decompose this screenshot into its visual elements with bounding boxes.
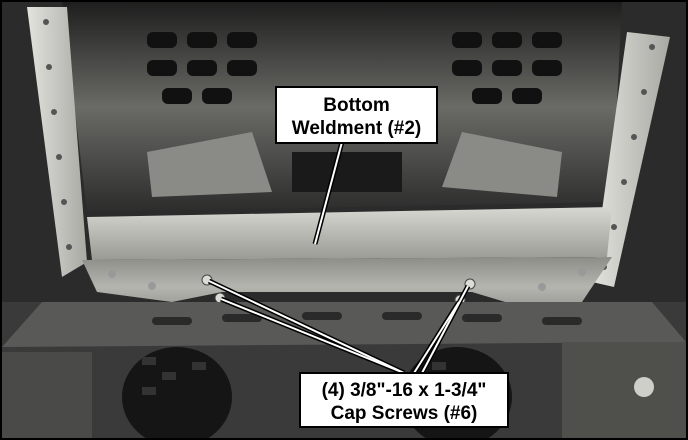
bottom-weldment-bar [87, 207, 612, 260]
left-bracket-holes [43, 19, 72, 250]
lower-skid-slots [152, 312, 582, 325]
lower-skid-plate [2, 302, 686, 347]
right-bracket-holes [601, 44, 655, 270]
center-opening [292, 152, 402, 192]
callout-line-1: Bottom [323, 95, 390, 116]
right-raised-pan [442, 132, 562, 197]
lower-plate [82, 257, 612, 307]
callout-line-2: Cap Screws (#6) [330, 403, 478, 424]
edge-bolts [108, 268, 586, 291]
right-side-bracket [592, 32, 670, 287]
shop-equipment-right [562, 342, 686, 438]
cap-screws-callout: (4) 3/8"-16 x 1-3/4" Cap Screws (#6) [299, 372, 509, 428]
skid-plate-cutouts-right [452, 32, 562, 104]
light-fixture [634, 377, 654, 397]
leader-lines [208, 141, 469, 374]
callout-line-2: Weldment (#2) [291, 118, 422, 139]
bottom-weldment-callout: Bottom Weldment (#2) [275, 86, 438, 144]
left-side-bracket [27, 7, 87, 277]
shop-equipment-left [2, 352, 92, 438]
left-raised-pan [147, 132, 272, 197]
callout-line-1: (4) 3/8"-16 x 1-3/4" [321, 380, 487, 401]
skid-plate-cutouts-left [147, 32, 257, 104]
